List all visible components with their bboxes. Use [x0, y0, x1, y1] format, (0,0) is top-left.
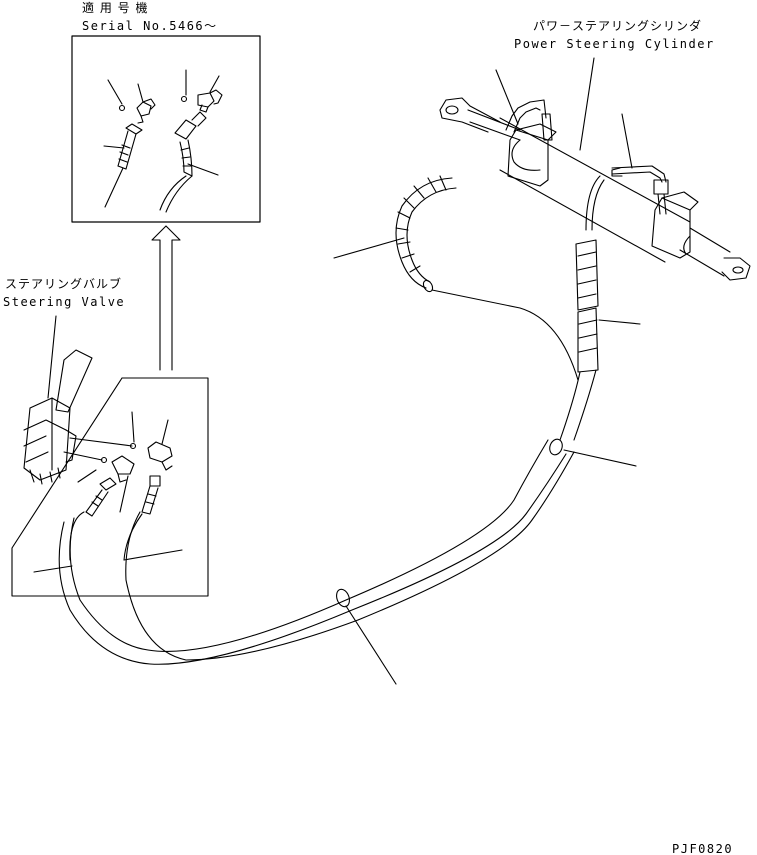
hose-leader-right — [598, 319, 641, 325]
valve-inset-leader-6 — [123, 549, 183, 561]
inset-leader-7 — [187, 163, 219, 176]
cylinder-rod-eye-right — [732, 266, 744, 274]
inset-bent-hose — [159, 111, 207, 213]
clamp-leader-lower — [345, 605, 397, 685]
inset-leader-1 — [107, 79, 123, 105]
cylinder-name-en: Power Steering Cylinder — [514, 37, 715, 51]
cylinder-port-fitting-right — [653, 179, 669, 195]
valve-name-en: Steering Valve — [3, 295, 125, 309]
steering-valve-area — [11, 315, 209, 597]
inset-elbow-fitting-right — [197, 89, 223, 113]
inset-o-ring-left — [118, 104, 126, 112]
cylinder-rod-eye-left — [445, 105, 459, 115]
valve-inset-hose-end-right — [141, 475, 161, 515]
clamp-leader-upper — [563, 449, 637, 467]
cylinder-name-leader — [579, 57, 595, 151]
inset-arrow — [151, 225, 181, 371]
steering-hose-route — [58, 438, 637, 685]
inset-leader-5 — [103, 145, 125, 149]
valve-inset-leader-1 — [131, 411, 135, 443]
serial-inset — [71, 35, 261, 371]
hose-clamp-lower — [336, 588, 350, 608]
valve-inset-frame — [11, 377, 209, 597]
inset-leader-2 — [137, 83, 144, 103]
cylinder-left-hose — [333, 175, 579, 381]
valve-inset-leader-3 — [77, 469, 97, 483]
steering-valve-body — [23, 397, 71, 481]
cylinder-port-fitting-left — [541, 113, 553, 141]
valve-inset-leader-2 — [161, 419, 169, 445]
valve-inset-hose-end-left — [85, 477, 117, 517]
hose-clamp-upper — [549, 438, 563, 456]
valve-inset-fitting-upper — [147, 441, 173, 471]
inset-o-ring-right — [180, 95, 188, 103]
hose-leader-left — [333, 237, 405, 259]
cylinder-leader-1 — [495, 69, 519, 125]
cylinder-right-hose — [559, 175, 641, 441]
drawing-code: PJF0820 — [672, 842, 733, 855]
cylinder-leader-2 — [621, 113, 633, 169]
cylinder-name-jp: パワ－ステアリングシリンダ — [533, 18, 702, 33]
steering-column — [55, 349, 93, 413]
valve-inset-leader-5 — [33, 565, 73, 573]
inset-serial-label: Serial No.5466～ — [82, 19, 218, 33]
valve-inset-fitting-lower — [111, 455, 135, 483]
valve-name-leader — [47, 315, 57, 399]
inset-straight-hose — [117, 123, 143, 170]
power-steering-cylinder — [439, 57, 751, 281]
valve-name-jp: ステアリングバルブ — [5, 276, 122, 291]
cylinder-tube-left — [505, 99, 547, 131]
valve-inset-leader-4 — [119, 475, 129, 513]
inset-elbow-fitting-left — [136, 98, 156, 124]
inset-leader-4 — [209, 75, 220, 93]
serial-inset-frame — [71, 35, 261, 223]
inset-leader-6 — [104, 167, 124, 208]
inset-applicable-label: 適 用 号 機 — [82, 0, 148, 15]
